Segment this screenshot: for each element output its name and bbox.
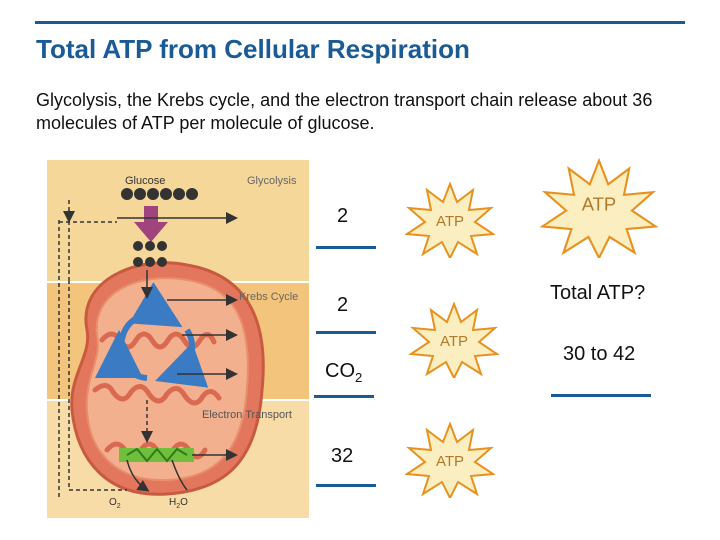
co2-answer-line <box>314 395 374 398</box>
etc-answer-line <box>316 484 376 487</box>
etc-atp-value: 32 <box>331 445 354 467</box>
svg-text:ATP: ATP <box>436 213 464 230</box>
glycolysis-band <box>47 160 309 282</box>
title-rule <box>35 21 685 24</box>
glycolysis-label: Glycolysis <box>247 175 297 187</box>
glucose-label: Glucose <box>125 175 165 187</box>
flow-arrows <box>58 200 238 500</box>
electron-transport-chain-icon <box>119 447 194 463</box>
pyruvate-molecules <box>133 241 167 267</box>
total-atp-value: 30 to 42 <box>563 343 636 365</box>
krebs-answer-line <box>316 331 376 334</box>
glycolysis-arrow <box>134 206 168 242</box>
glycolysis-answer-line <box>316 246 376 249</box>
svg-text:ATP: ATP <box>436 453 464 470</box>
cellular-respiration-diagram: Glucose Glycolysis Krebs Cycle Electron … <box>47 160 309 518</box>
h2o-label: H2O <box>169 497 188 510</box>
krebs-atp-burst: ATP <box>408 302 500 378</box>
total-atp-question: Total ATP? <box>550 282 646 304</box>
svg-text:ATP: ATP <box>440 333 468 350</box>
o2-label: O2 <box>109 497 121 510</box>
krebs-cycle-label: Krebs Cycle <box>239 291 298 303</box>
krebs-atp-value: 2 <box>337 294 349 316</box>
glycolysis-atp-value: 2 <box>337 205 349 227</box>
total-answer-line <box>551 394 651 397</box>
slide-title: Total ATP from Cellular Respiration <box>36 34 470 64</box>
slide-subtitle: Glycolysis, the Krebs cycle, and the ele… <box>36 90 653 133</box>
glycolysis-atp-burst: ATP <box>405 182 495 258</box>
co2-value: CO2 <box>325 360 363 385</box>
etc-atp-burst: ATP <box>405 422 495 498</box>
total-atp-burst: ATP <box>539 158 659 258</box>
svg-text:ATP: ATP <box>582 194 616 215</box>
electron-transport-label: Electron Transport <box>202 409 292 421</box>
glucose-molecule <box>121 188 198 200</box>
